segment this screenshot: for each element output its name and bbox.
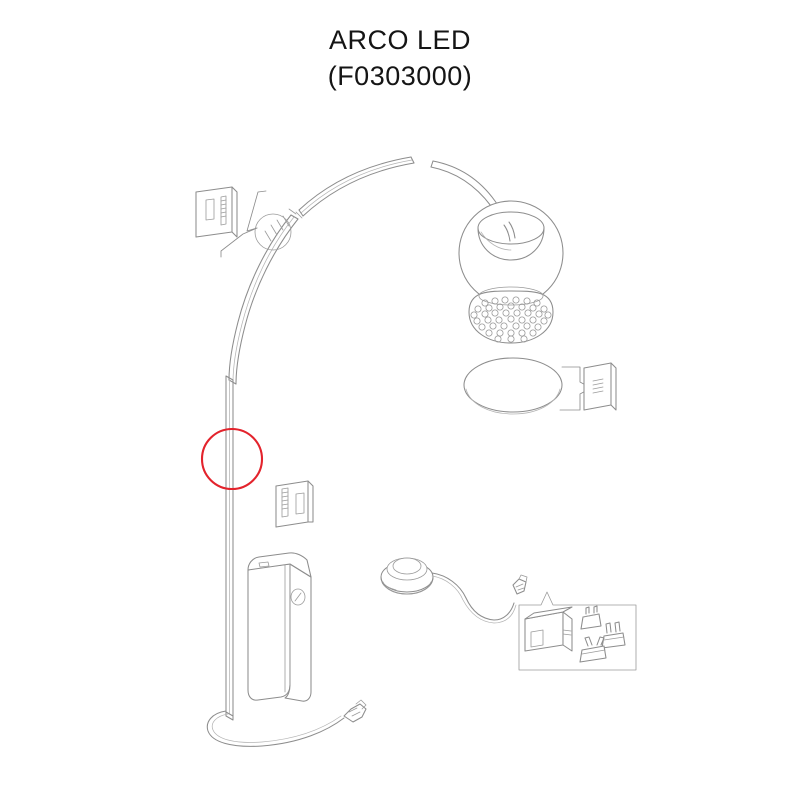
hardware-card-top-leader (220, 190, 267, 258)
spherical-shade-dome (458, 200, 564, 306)
led-driver-box (247, 552, 312, 702)
power-cable-pole (206, 699, 367, 747)
product-code: (F0303000) (327, 61, 473, 91)
power-adapter-plug-kit (518, 591, 637, 671)
pole-highlight-circle (200, 427, 264, 491)
diffuser-perforations (470, 296, 552, 343)
hardware-card-lens-screws (583, 362, 617, 411)
page-title: ARCO LED (F0303000) (0, 22, 800, 94)
arc-joint-detail-circle (254, 213, 292, 251)
perforated-diffuser (468, 286, 554, 344)
hardware-card-allen-key-top (195, 186, 238, 238)
arc-arm-upper-left-segment (298, 156, 415, 217)
product-name: ARCO LED (328, 25, 472, 55)
shade-cable (503, 221, 516, 242)
hardware-card-allen-key-mid (275, 480, 314, 528)
lens-disc (463, 357, 563, 415)
dimmer-foot-switch (380, 557, 528, 624)
vertical-pole (225, 375, 234, 721)
